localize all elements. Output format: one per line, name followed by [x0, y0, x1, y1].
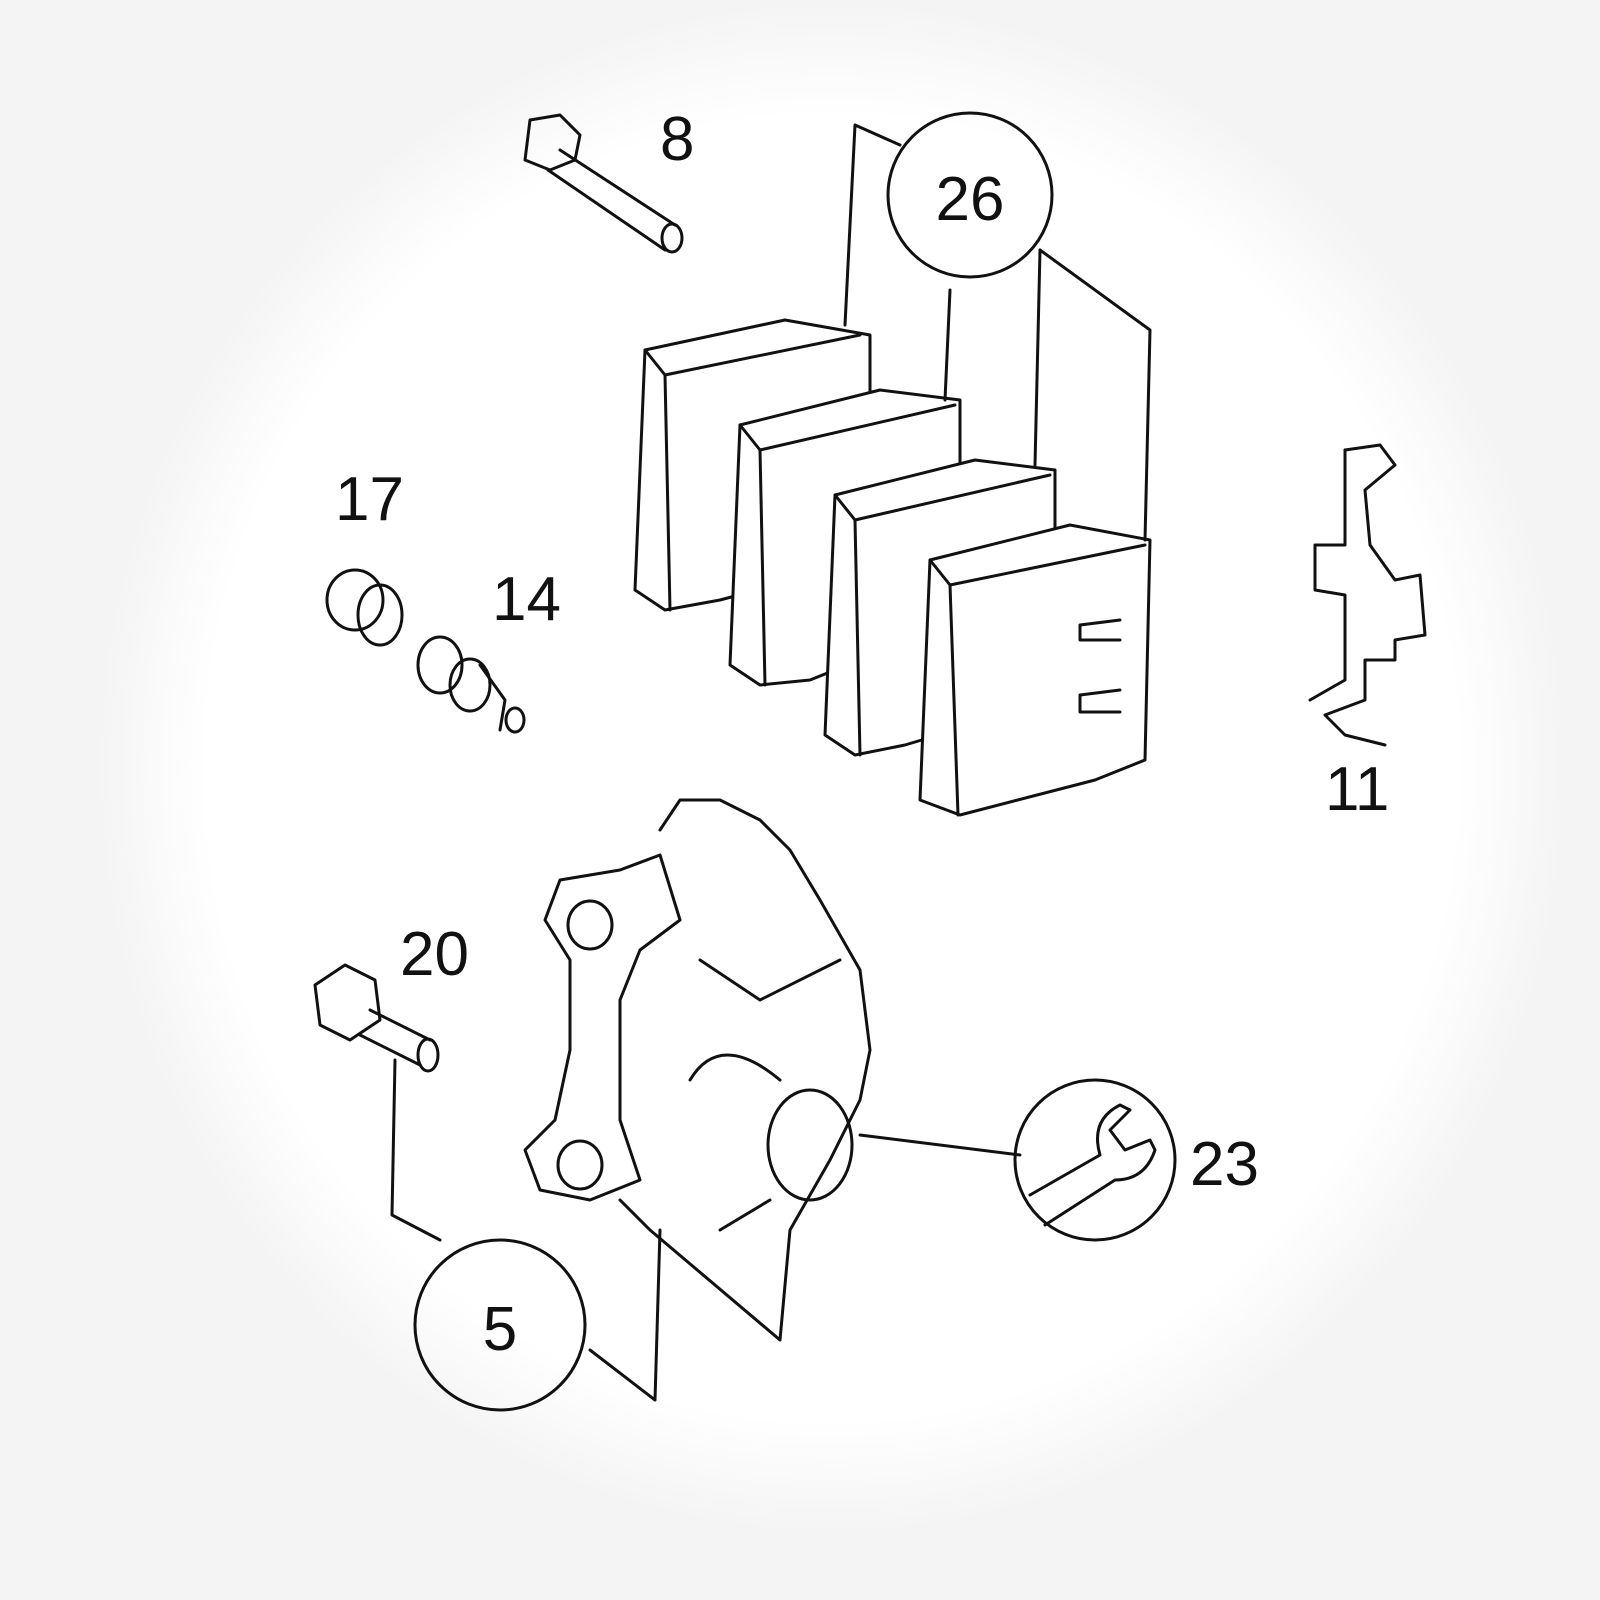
label-17: 17	[335, 465, 404, 534]
label-8: 8	[660, 105, 694, 174]
leader-line-23	[858, 1133, 1022, 1157]
label-26: 26	[936, 165, 1005, 234]
pad-spring-drawing	[1308, 443, 1427, 747]
label-14: 14	[492, 565, 561, 634]
brake-caliper-drawing	[523, 798, 872, 1402]
callout-5: 5	[413, 1238, 587, 1412]
caliper-bolt-drawing	[313, 963, 442, 1242]
pad-pin-drawing	[523, 113, 684, 254]
label-11: 11	[1325, 755, 1389, 824]
bleeder-parts-drawing	[325, 568, 526, 734]
callout-26: 26	[886, 111, 1054, 279]
callout-23	[1013, 1078, 1177, 1242]
label-5: 5	[483, 1295, 517, 1364]
wrench-icon	[1028, 1103, 1157, 1227]
brake-pads-drawing	[633, 123, 1152, 817]
label-23: 23	[1190, 1130, 1259, 1199]
label-20: 20	[400, 920, 469, 989]
